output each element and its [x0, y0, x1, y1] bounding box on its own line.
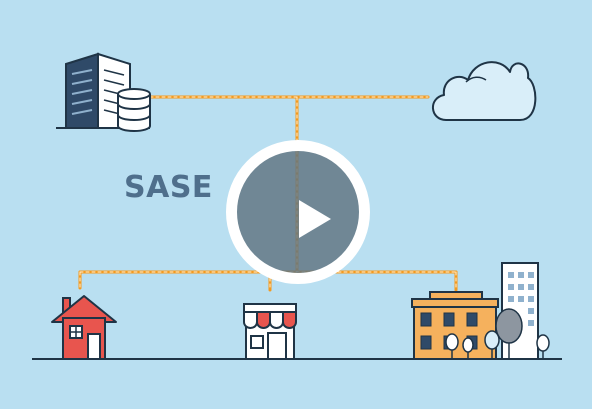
office-building-icon [411, 262, 550, 360]
database-icon [117, 88, 151, 132]
play-icon [299, 200, 331, 238]
play-button[interactable] [226, 140, 370, 284]
datacenter-icon [56, 52, 151, 132]
sase-label: SASE [124, 170, 213, 205]
store-icon [243, 303, 297, 360]
cloud-icon [432, 61, 537, 121]
house-icon [51, 295, 117, 360]
